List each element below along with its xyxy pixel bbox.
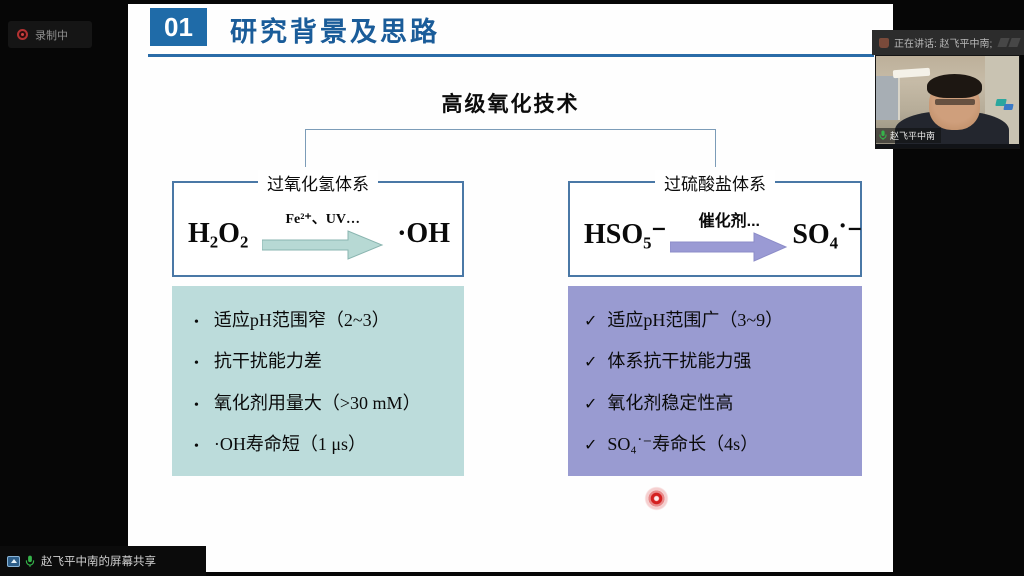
persulfate-system-label: 过硫酸盐体系	[655, 170, 775, 195]
peroxide-condition-label: Fe²⁺、UV…	[285, 211, 361, 227]
ceiling-light	[892, 67, 931, 79]
title-underline	[148, 54, 874, 57]
list-item: • ·OH寿命短（1 μs）	[194, 430, 458, 456]
persulfate-system-box: 过硫酸盐体系 HSO₅⁻ 催化剂... SO₄˙⁻	[568, 170, 863, 277]
participant-name: 赵飞平中南	[890, 131, 936, 141]
connector-top-line	[305, 129, 716, 130]
list-item: • 适应pH范围窄（2~3）	[194, 306, 458, 332]
checkmark-icon: ✓	[584, 312, 598, 330]
active-speaker-bar: 正在讲话: 赵飞平中南;	[872, 30, 1024, 55]
active-speaker-label: 正在讲话: 赵飞平中南;	[894, 39, 993, 50]
advantage-text: SO₄˙⁻寿命长（4s）	[607, 434, 759, 455]
collapse-chevron-icon[interactable]	[1008, 38, 1021, 47]
drawback-text: 适应pH范围窄（2~3）	[213, 309, 390, 330]
connector-right-drop	[715, 129, 716, 167]
participant-video-tile[interactable]: 赵飞平中南	[875, 55, 1020, 149]
video-bottom-strip	[876, 144, 1019, 148]
checkmark-icon: ✓	[584, 354, 598, 372]
checkmark-icon: ✓	[584, 437, 598, 455]
advantage-text: 体系抗干扰能力强	[607, 351, 752, 372]
teal-block-arrow-icon	[261, 229, 384, 260]
screen-share-label: 赵飞平中南的屏幕共享	[41, 556, 156, 568]
persulfate-product: SO₄˙⁻	[792, 219, 863, 250]
peroxide-product: ·OH	[397, 218, 450, 249]
speaker-icon	[879, 37, 889, 48]
advantage-text: 氧化剂稳定性高	[607, 392, 734, 413]
persulfate-advantages-panel: ✓ 适应pH范围广（3~9） ✓ 体系抗干扰能力强 ✓ 氧化剂稳定性高 ✓ SO…	[568, 286, 862, 476]
drawback-text: ·OH寿命短（1 μs）	[213, 434, 367, 455]
connector-left-drop	[305, 129, 306, 167]
checkmark-icon: ✓	[584, 395, 598, 413]
microphone-icon	[25, 555, 35, 567]
list-item: ✓ 体系抗干扰能力强	[584, 347, 856, 373]
bullet-icon: •	[194, 314, 199, 330]
section-number-badge: 01	[150, 8, 207, 46]
drawback-text: 氧化剂用量大（>30 mM）	[213, 392, 421, 413]
peroxide-system-label: 过氧化氢体系	[258, 170, 378, 195]
participant-name-tag: 赵飞平中南	[876, 128, 942, 143]
recording-indicator[interactable]: 录制中	[8, 21, 92, 48]
participant-hair	[927, 74, 982, 99]
office-window	[876, 76, 901, 121]
bullet-icon: •	[194, 356, 199, 372]
slide-section-title: 研究背景及思路	[230, 17, 440, 47]
peroxide-reactant: H₂O₂	[188, 218, 249, 249]
microphone-icon	[879, 130, 887, 140]
laser-pointer-dot	[644, 486, 669, 511]
drawback-text: 抗干扰能力差	[213, 351, 322, 372]
peroxide-system-box: 过氧化氢体系 H₂O₂ Fe²⁺、UV… ·OH	[172, 170, 464, 277]
list-item: • 氧化剂用量大（>30 mM）	[194, 389, 458, 415]
record-dot-icon	[17, 29, 28, 40]
screen-share-indicator: 赵飞平中南的屏幕共享	[0, 546, 206, 576]
list-item: ✓ 适应pH范围广（3~9）	[584, 306, 856, 332]
diagram-title: 高级氧化技术	[441, 93, 580, 116]
presentation-slide: 01 研究背景及思路 高级氧化技术 过氧化氢体系 H₂O₂ Fe²⁺、UV… ·…	[128, 4, 893, 572]
peroxide-drawbacks-panel: • 适应pH范围窄（2~3） • 抗干扰能力差 • 氧化剂用量大（>30 mM）…	[172, 286, 464, 476]
persulfate-reactant: HSO₅⁻	[584, 219, 667, 250]
list-item: ✓ SO₄˙⁻寿命长（4s）	[584, 430, 856, 456]
bullet-icon: •	[194, 439, 199, 455]
wall-logo	[1003, 103, 1014, 110]
persulfate-condition-label: 催化剂...	[698, 212, 760, 230]
list-item: • 抗干扰能力差	[194, 347, 458, 373]
recording-label: 录制中	[35, 29, 68, 42]
purple-block-arrow-icon	[670, 231, 788, 262]
bullet-icon: •	[194, 397, 199, 413]
screen-share-icon	[7, 555, 20, 567]
participant-glasses	[934, 99, 975, 105]
list-item: ✓ 氧化剂稳定性高	[584, 389, 856, 415]
advantage-text: 适应pH范围广（3~9）	[607, 309, 784, 330]
